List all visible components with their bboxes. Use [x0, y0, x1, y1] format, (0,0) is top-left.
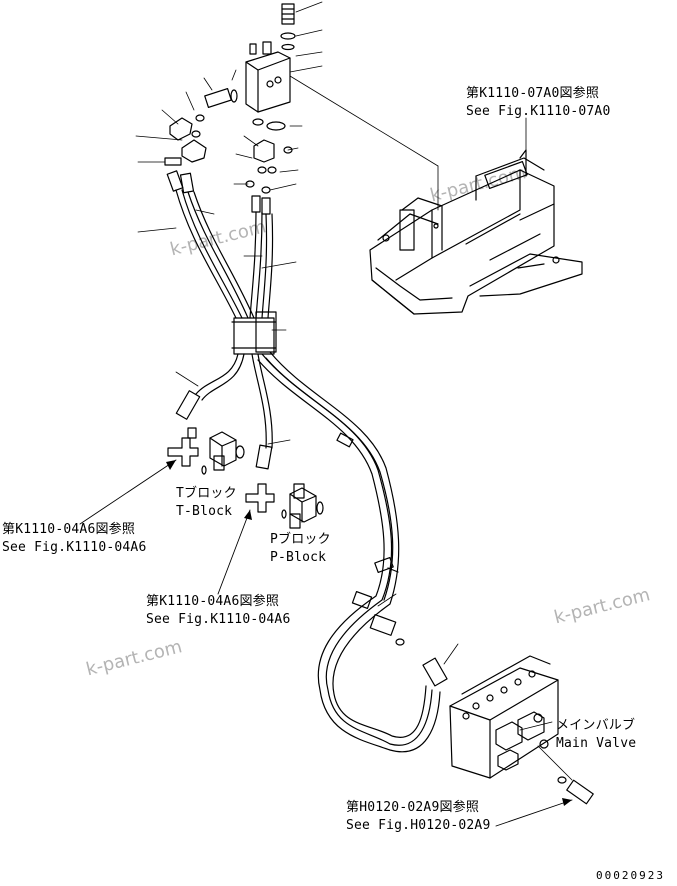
pilot-valve-block	[164, 3, 296, 215]
main-valve-label-en: Main Valve	[556, 736, 637, 751]
p-block-label-en: P-Block	[270, 550, 327, 565]
document-number: 00020923	[596, 869, 665, 882]
p-block	[245, 483, 324, 529]
main-valve	[449, 655, 594, 805]
cab-frame	[369, 149, 583, 315]
t-block	[167, 427, 245, 475]
leader-lines-hose	[137, 209, 459, 665]
valve-fitting-ref-en: See Fig.H0120-02A9	[346, 818, 491, 833]
t-block-label-en: T-Block	[176, 504, 233, 519]
valve-fitting-ref-jp: 第H0120-02A9図参照	[346, 800, 480, 815]
leader-lines-top	[135, 1, 439, 211]
leader-main-valve	[519, 721, 573, 781]
t-block-ref-en: See Fig.K1110-04A6	[2, 540, 147, 555]
hose-bundle	[175, 189, 448, 753]
p-block-ref-jp: 第K1110-04A6図参照	[146, 594, 280, 609]
cab-ref-jp: 第K1110-07A0図参照	[466, 86, 600, 101]
main-valve-label-jp: メインバルブ	[556, 718, 636, 733]
arrow-heads	[166, 460, 572, 806]
t-block-ref-jp: 第K1110-04A6図参照	[2, 522, 136, 537]
p-block-ref-en: See Fig.K1110-04A6	[146, 612, 291, 627]
t-block-label-jp: Tブロック	[176, 486, 237, 501]
p-block-label-jp: Pブロック	[270, 532, 331, 547]
reference-arrows	[79, 459, 573, 827]
cab-ref-en: See Fig.K1110-07A0	[466, 104, 611, 119]
